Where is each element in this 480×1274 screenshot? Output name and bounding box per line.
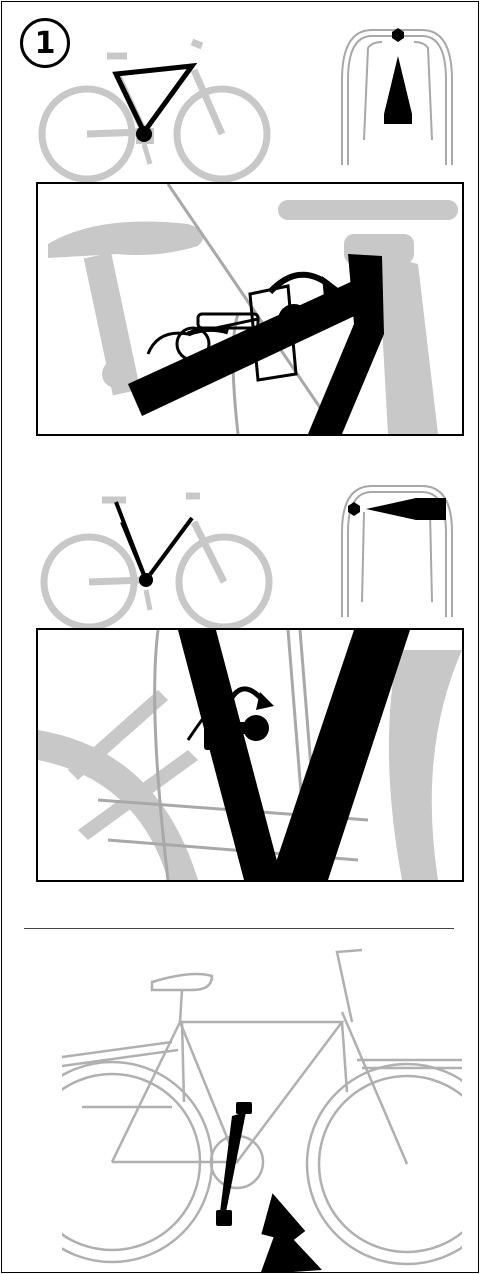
carrier-arm-top-icon: [332, 20, 462, 170]
detail-panel-middle: [36, 628, 464, 882]
carrier-arm-side-icon: [332, 482, 462, 622]
strap-attach-illustration: [38, 630, 462, 880]
clamp-attach-illustration: [38, 184, 462, 434]
detail-panel-top: [36, 182, 464, 436]
section-divider: [24, 928, 454, 929]
bicycle-pedal-position-illustration: [62, 942, 462, 1272]
bicycle-diamond-frame-icon: [32, 34, 277, 184]
bicycle-step-through-frame-icon: [34, 482, 279, 632]
